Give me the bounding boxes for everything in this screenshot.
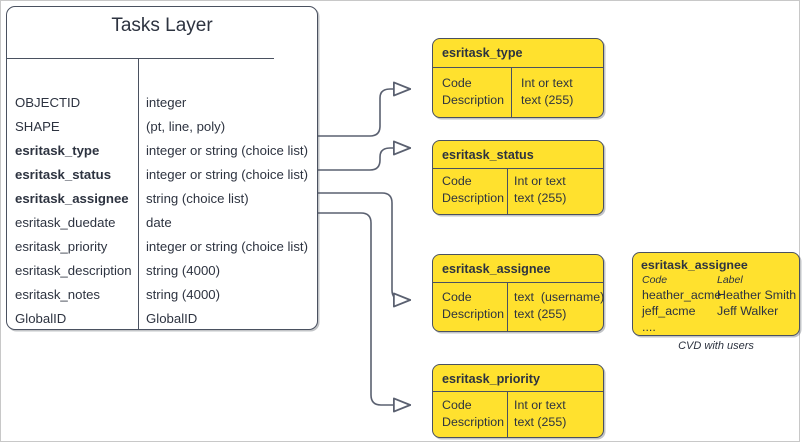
domain-title: esritask_assignee <box>442 262 551 276</box>
domain-title-divider <box>432 67 604 68</box>
domain-column-divider <box>507 282 508 331</box>
field-name: GlobalID <box>15 311 67 326</box>
tasks-layer-row: esritask_assignee string (choice list) <box>7 187 317 211</box>
field-name: esritask_description <box>15 263 132 278</box>
field-name: SHAPE <box>15 119 60 134</box>
tasks-layer-row: esritask_duedate date <box>7 211 317 235</box>
cvd-code-values: heather_acme jeff_acme .... <box>642 288 722 334</box>
field-name: esritask_notes <box>15 287 101 302</box>
field-type: integer or string (choice list) <box>146 143 308 158</box>
domain-left-cell: Code Description <box>442 76 504 107</box>
domain-left-cell: Code Description <box>442 398 504 429</box>
domain-title: esritask_priority <box>442 372 541 386</box>
column-divider <box>138 58 139 330</box>
tasks-layer-row: SHAPE (pt, line, poly) <box>7 115 317 139</box>
field-type: string (choice list) <box>146 191 249 206</box>
field-name: esritask_duedate <box>15 215 116 230</box>
connector-type <box>318 81 412 137</box>
cvd-caption: CVD with users <box>678 340 754 352</box>
field-type: date <box>146 215 172 230</box>
field-type: integer or string (choice list) <box>146 239 308 254</box>
domain-column-divider <box>507 391 508 437</box>
tasks-layer-row: OBJECTID integer <box>7 91 317 115</box>
domain-column-divider <box>511 67 512 118</box>
cvd-header-code: Code <box>642 274 668 286</box>
tasks-layer-row: esritask_notes string (4000) <box>7 283 317 307</box>
tasks-layer-row: esritask_status integer or string (choice… <box>7 163 317 187</box>
domain-title-divider <box>432 391 604 392</box>
tasks-layer-row: GlobalID GlobalID <box>7 307 317 331</box>
domain-title-divider <box>432 282 604 283</box>
domain-box-esritask-type[interactable]: esritask_type Code Description Int or te… <box>432 38 604 118</box>
domain-title: esritask_type <box>442 46 523 60</box>
title-divider <box>6 58 274 59</box>
cvd-header-label: Label <box>717 274 743 286</box>
connector-priority <box>318 212 412 413</box>
domain-left-cell: Code Description <box>442 174 504 205</box>
domain-box-esritask-priority[interactable]: esritask_priority Code Description Int o… <box>432 364 604 438</box>
domain-column-divider <box>507 168 508 214</box>
domain-right-cell: Int or text text (255) <box>514 174 567 205</box>
connector-status <box>318 140 412 171</box>
domain-right-cell: text (username) text (255) <box>514 290 605 321</box>
field-type: integer <box>146 95 187 110</box>
tasks-layer-row: esritask_description string (4000) <box>7 259 317 283</box>
field-name: esritask_assignee <box>15 191 129 206</box>
field-type: (pt, line, poly) <box>146 119 226 134</box>
field-type: string (4000) <box>146 263 221 278</box>
domain-right-cell: Int or text text (255) <box>514 398 567 429</box>
connector-assignee <box>318 192 412 308</box>
field-name: esritask_priority <box>15 239 108 254</box>
field-type: string (4000) <box>146 287 221 302</box>
domain-box-esritask-status[interactable]: esritask_status Code Description Int or … <box>432 140 604 215</box>
domain-right-cell: Int or text text (255) <box>521 76 574 107</box>
tasks-layer-row: esritask_priority integer or string (choi… <box>7 235 317 259</box>
tasks-layer-row: esritask_type integer or string (choice l… <box>7 139 317 163</box>
field-name: esritask_type <box>15 143 100 158</box>
domain-title: esritask_status <box>442 148 534 162</box>
domain-title-divider <box>432 168 604 169</box>
domain-box-esritask-assignee[interactable]: esritask_assignee Code Description text … <box>432 254 604 332</box>
cvd-box-assignee[interactable]: esritask_assignee Code Label heather_acm… <box>632 252 800 336</box>
field-type: integer or string (choice list) <box>146 167 308 182</box>
domain-left-cell: Code Description <box>442 290 504 321</box>
cvd-title: esritask_assignee <box>641 258 748 272</box>
field-name: esritask_status <box>15 167 112 182</box>
field-type: GlobalID <box>146 311 198 326</box>
cvd-label-values: Heather Smith Jeff Walker <box>717 288 797 318</box>
field-name: OBJECTID <box>15 95 81 110</box>
tasks-layer-title: Tasks Layer <box>111 15 213 36</box>
